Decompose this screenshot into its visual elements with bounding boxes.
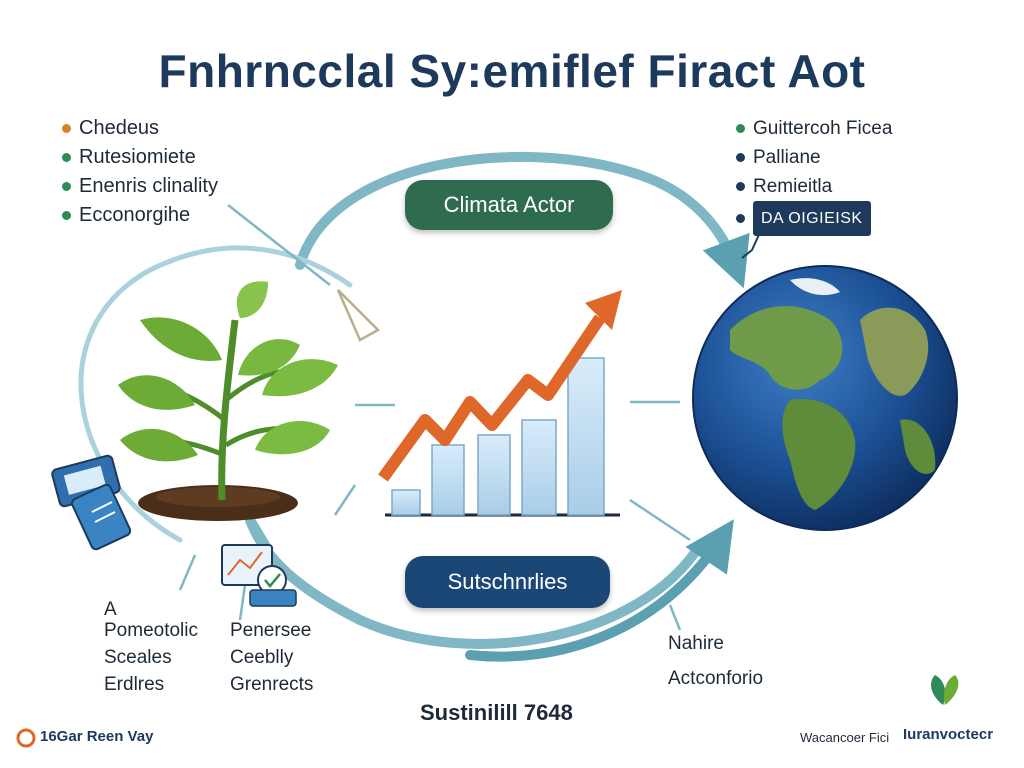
footer-right-brand: Iuranvoctecr [903,726,994,743]
earth-globe-icon [692,265,958,531]
bullet-icon [62,153,71,162]
climate-action-pill: Climata Actor [405,180,613,230]
bullet-icon [62,211,71,220]
left-caption-col1: Pomeotolic Sceales Erdlres [104,620,198,695]
bullet-icon [736,214,745,223]
sustainability-pill: Sutschnrlies [405,556,610,608]
id-card-icon [51,454,132,551]
left-caption-marker: A [104,599,117,620]
bullet-icon [736,153,745,162]
list-item: Palliane [736,143,892,172]
growth-chart-icon [378,290,622,517]
analytics-monitor-icon [221,544,297,607]
bullet-icon [736,124,745,133]
list-item: Chedeus [62,114,218,143]
page-title: Fnhrncclal Sy:emiflef Firact Aot [158,45,866,97]
footer-left-logo-icon [16,728,36,748]
list-item: Remieitla [736,172,892,201]
footer-right-text: Wacancoer Fici [800,730,890,745]
bullet-icon [736,182,745,191]
list-item: Guittercoh Ficea [736,114,892,143]
bullet-icon [62,124,71,133]
plant-icon [118,281,338,521]
right-caption-marker: Nahire [668,633,724,654]
footer-left-brand: 16Gar Reen Vay [40,728,154,745]
right-bullet-list: Guittercoh Ficea Palliane Remieitla DA O… [736,114,892,236]
list-item: Enenris clinality [62,172,218,201]
left-bullet-list: Chedeus Rutesiomiete Enenris clinality E… [62,114,218,230]
list-item: DA OIGIEISK [736,201,892,236]
right-caption: Actconforio [668,668,764,689]
bullet-icon [62,182,71,191]
list-item: Rutesiomiete [62,143,218,172]
right-tag: DA OIGIEISK [753,201,871,236]
leaf-logo-icon [931,675,959,705]
left-caption-col2: Penersee Ceeblly Grenrects [230,620,314,695]
bottom-center-label: Sustinilill 7648 [420,700,573,725]
list-item: Ecconorgihe [62,201,218,230]
connector-lines [178,204,691,631]
